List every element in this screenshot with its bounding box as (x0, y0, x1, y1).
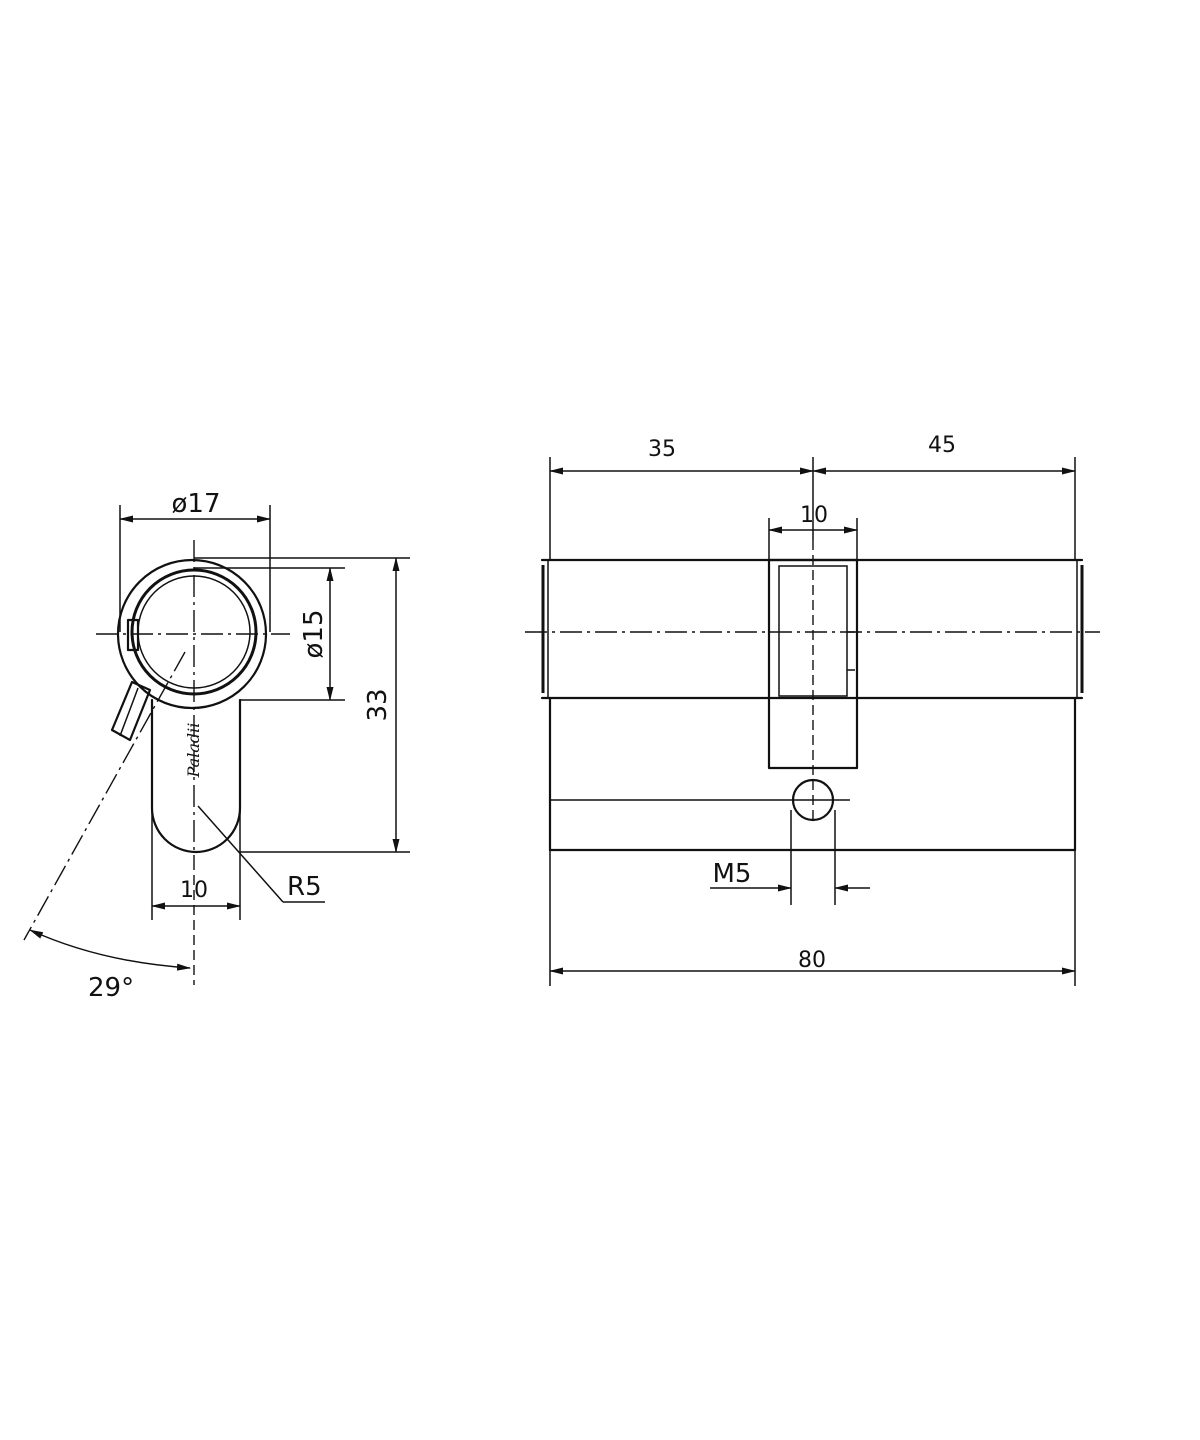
dim-radius: R5 (197, 805, 325, 903)
dim-dia15: ø15 (194, 567, 345, 701)
watermark-text: Paladii (184, 723, 203, 779)
side-view-body (110, 558, 268, 854)
dim-angle: 29° (29, 929, 191, 1003)
dim-radius-label: R5 (287, 872, 322, 902)
front-view-body (540, 558, 1084, 852)
dim-cam10: 10 (768, 503, 858, 560)
dim-cam10-label: 10 (800, 503, 828, 528)
dim-total80-label: 80 (798, 948, 826, 973)
dim-total80: 80 (549, 850, 1076, 986)
dim-screw-label: M5 (713, 859, 752, 889)
dim-bottom10: 10 (151, 808, 241, 920)
side-view: ø17 ø15 33 10 R5 (23, 489, 410, 1003)
dim-lengths-top: 35 45 (549, 433, 1076, 560)
front-view: 35 45 10 M5 80 (525, 433, 1100, 986)
dim-height33-label: 33 (363, 688, 393, 721)
front-view-centerlines (525, 540, 1100, 820)
dim-height33: 33 (194, 557, 410, 853)
dim-dia17-label: ø17 (172, 489, 221, 519)
dim-left35-label: 35 (648, 437, 676, 462)
dim-screw: M5 (710, 810, 870, 905)
dim-bottom10-label: 10 (180, 878, 208, 903)
dim-right45-label: 45 (928, 433, 956, 458)
dim-dia15-label: ø15 (299, 610, 329, 659)
dim-angle-label: 29° (88, 973, 134, 1003)
side-view-centerlines (23, 540, 290, 985)
